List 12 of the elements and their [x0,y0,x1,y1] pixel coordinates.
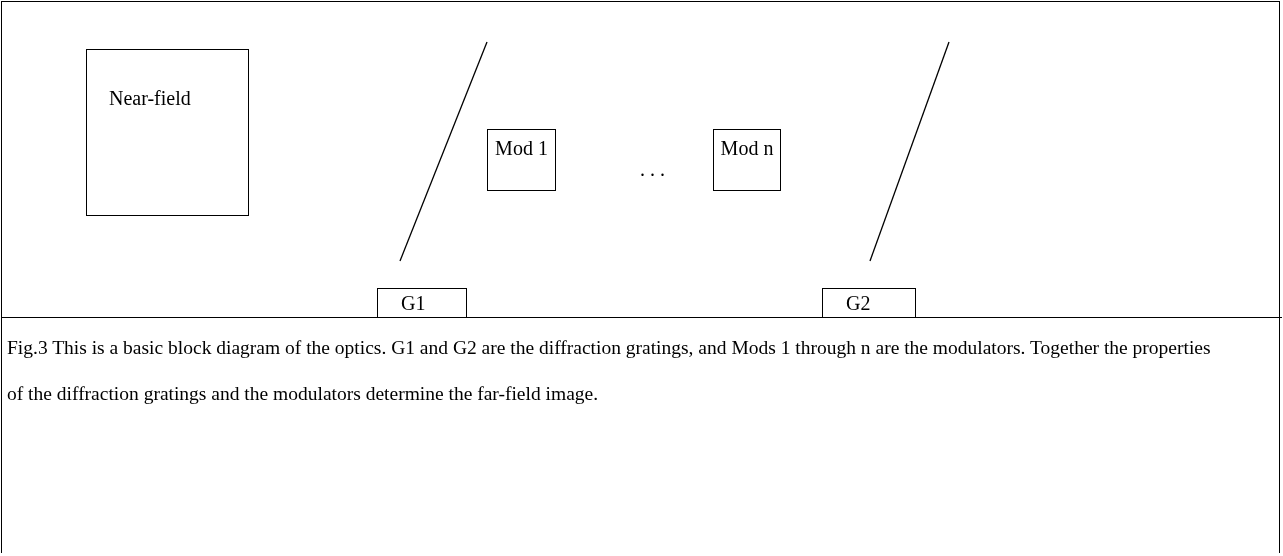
box-label: G2 [846,291,872,316]
text-box [713,129,781,191]
box-label: Mod n [719,136,775,161]
box-label: G1 [401,291,427,316]
box-label: Mod 1 [494,136,549,161]
text-box [822,288,916,318]
box-label: Near-field [109,86,192,111]
ellipsis-label: . . . [640,158,665,181]
text-box [86,49,249,216]
text-box [487,129,556,191]
text-box [377,288,467,318]
figure-caption: Fig.3 This is a basic block diagram of the optics. G1 and G2 are the diffraction gratings, and Mods 1 through n are the modulators. Together the properties of the diffraction gratings and the modulators determine the far-field image. [7,336,1212,406]
